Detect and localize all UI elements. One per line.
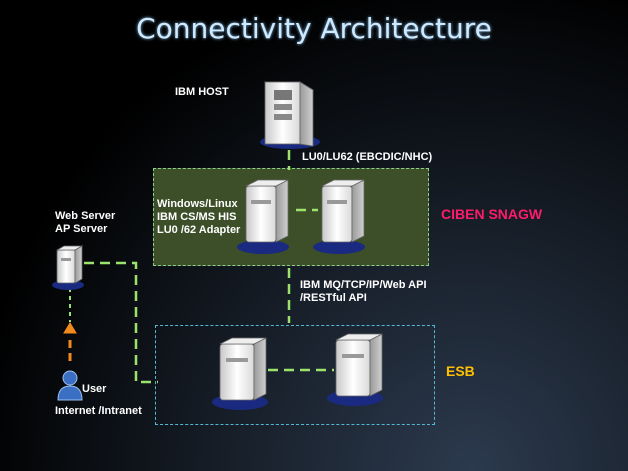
web-server-icon: [52, 245, 84, 290]
esb-name-label: ESB: [446, 363, 475, 379]
user-label: User: [82, 383, 107, 395]
adapter-line-adapter: LU0 /62 Adapter: [157, 224, 241, 236]
ibm-host-label: IBM HOST: [175, 86, 229, 98]
esb-protocol-label: IBM MQ/TCP/IP/Web API /RESTful API: [300, 279, 427, 305]
web-server-to-esb-link: [84, 261, 158, 384]
web-server-label: Web Server AP Server: [55, 210, 115, 236]
snagw-server-2-icon: [313, 179, 365, 254]
user-arrow: [63, 322, 77, 365]
snagw-server-1-icon: [237, 179, 289, 254]
adapter-line-product: IBM CS/MS HIS: [157, 211, 237, 223]
esb-protocol-line-1: IBM MQ/TCP/IP/Web API: [300, 279, 427, 291]
host-protocol-label: LU0/LU62 (EBCDIC/NHC): [302, 151, 433, 163]
user-icon: [57, 370, 83, 401]
web-server-line-1: Web Server: [55, 210, 116, 222]
snagw-name-label: CIBEN SNAGW: [441, 206, 543, 222]
diagram-title: Connectivity Architecture: [136, 12, 492, 45]
network-label: Internet /Intranet: [55, 405, 142, 417]
snagw-group-box: [153, 168, 429, 266]
esb-server-2-icon: [327, 333, 383, 406]
snagw-adapter-label: Windows/Linux IBM CS/MS HIS LU0 /62 Adap…: [157, 198, 240, 237]
esb-group-box: [155, 325, 435, 425]
esb-protocol-line-2: /RESTful API: [300, 292, 367, 304]
esb-server-1-icon: [212, 337, 268, 410]
ibm-host-server-icon: [260, 81, 320, 149]
web-server-line-2: AP Server: [55, 223, 108, 235]
adapter-line-os: Windows/Linux: [157, 198, 238, 210]
